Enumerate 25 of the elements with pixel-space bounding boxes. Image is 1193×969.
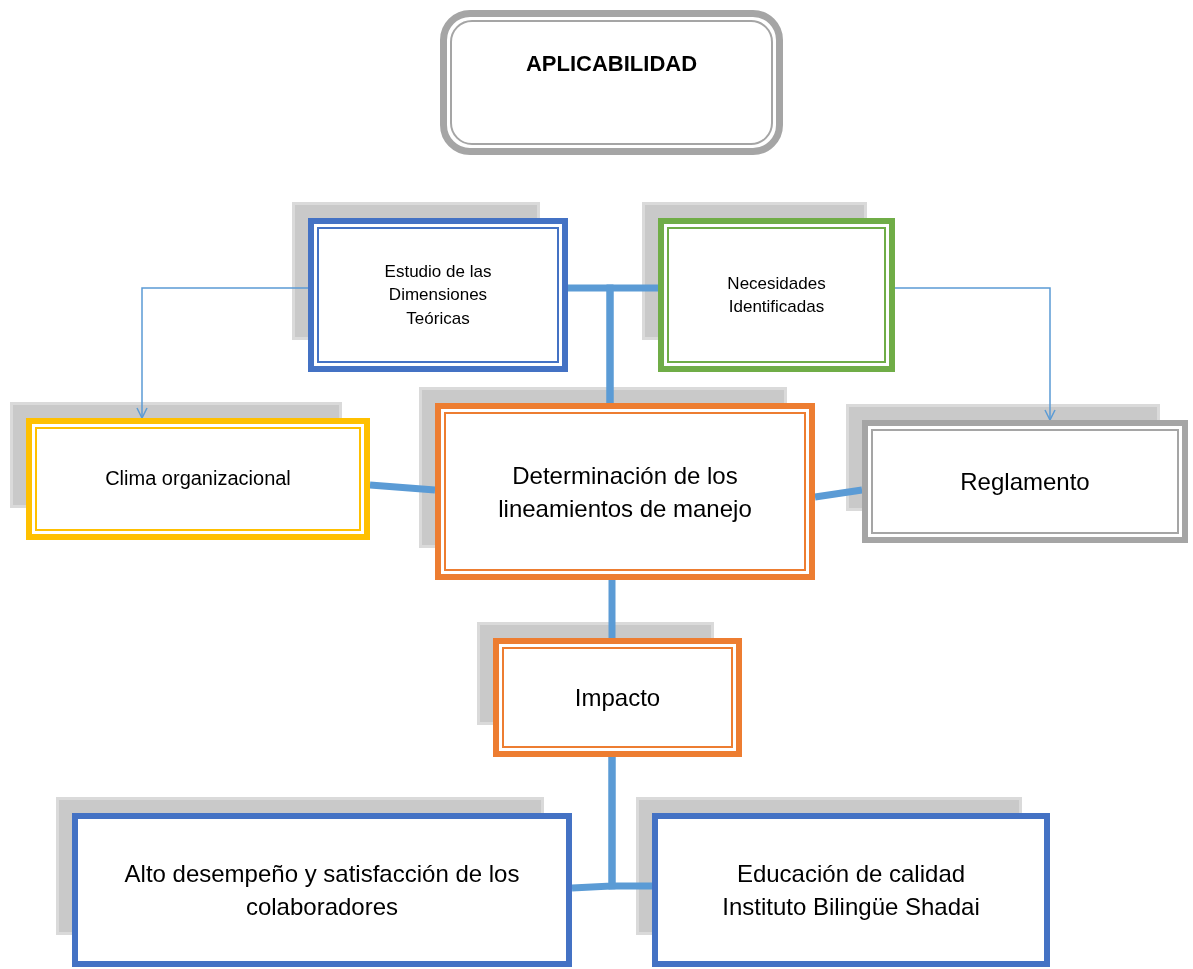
arrow (894, 287, 1056, 421)
concept-box (493, 638, 742, 757)
connector-line (369, 481, 436, 494)
concept-box (862, 420, 1188, 543)
node-text: APLICABILIDAD (525, 50, 698, 78)
node-text: Alto desempeño y satisfacción de los colaboradores (123, 859, 521, 922)
node-text: Estudio de las Dimensiones Teóricas (383, 260, 493, 330)
concept-box (658, 218, 895, 372)
concept-box (652, 813, 1050, 967)
node-text: Educación de calidad Instituto Bilingüe Shadai (721, 859, 981, 922)
concept-box (72, 813, 572, 967)
node-text: Impacto (574, 683, 661, 713)
node-text: Determinación de los lineamientos de manejo (497, 460, 753, 524)
concept-box (435, 403, 815, 580)
arrow (136, 287, 309, 419)
concept-box (308, 218, 568, 372)
connector-line (814, 486, 863, 501)
connector-line (608, 580, 616, 638)
node-text: Reglamento (960, 467, 1090, 497)
connector-line (608, 757, 652, 890)
node-text: Necesidades Identificadas (726, 272, 827, 318)
title-box (440, 10, 783, 155)
concept-box (26, 418, 370, 540)
node-text: Clima organizacional (105, 466, 291, 492)
connector-line (606, 284, 658, 403)
